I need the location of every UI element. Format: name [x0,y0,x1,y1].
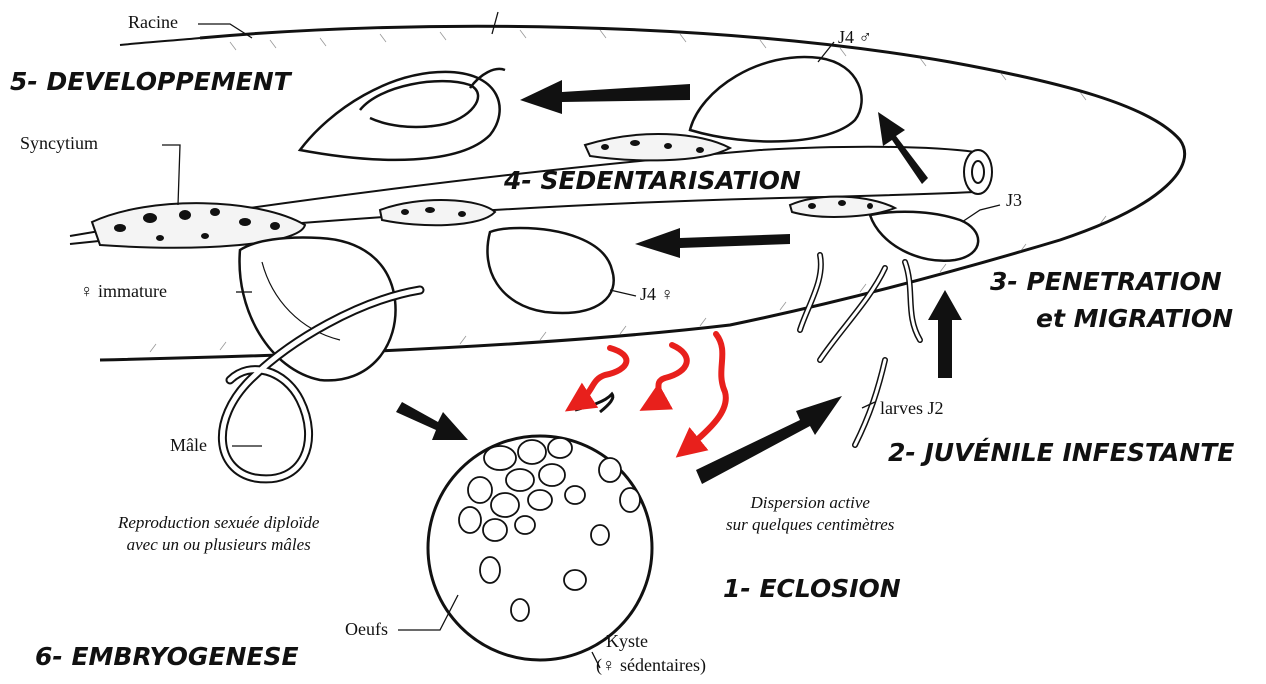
developing-nematode [300,69,505,160]
arrow-to-development [520,80,690,114]
reproduction-note-line2: avec un ou plusieurs mâles [118,534,319,556]
dispersion-note: Dispersion active sur quelques centimètr… [726,492,894,536]
j4-female-body [487,228,613,313]
dispersion-note-line2: sur quelques centimètres [726,514,894,536]
arrow-to-cyst [396,402,468,440]
label-male: Mâle [170,435,207,456]
j3-body [870,212,978,261]
label-syncytium: Syncytium [20,133,98,154]
j4-male-body [690,57,862,142]
label-j3: J3 [1006,190,1022,211]
stage-1-heading: 1- ECLOSION [723,575,901,604]
arrow-to-sedentarisation [635,228,790,258]
stage-3-heading-line1: 3- PENETRATION [990,268,1222,297]
label-oeufs: Oeufs [345,619,388,640]
arrow-dispersion [696,396,842,484]
reproduction-note: Reproduction sexuée diploïde avec un ou … [118,512,319,556]
label-kyste: Kyste [606,631,648,652]
label-j4-male: J4 ♂ [838,27,872,48]
label-kyste-detail: (♀ sédentaires) [596,655,706,676]
label-larves-j2: larves J2 [880,398,943,419]
stage-6-heading: 6- EMBRYOGENESE [35,643,299,672]
stage-5-heading: 5- DEVELOPPEMENT [10,68,291,97]
immature-female [240,238,396,381]
label-racine: Racine [128,12,178,33]
reproduction-note-line1: Reproduction sexuée diploïde [118,512,319,534]
arrow-penetration [928,290,962,378]
label-female-immature: ♀ immature [80,281,167,302]
stage-4-heading: 4- SEDENTARISATION [504,167,801,196]
hatching-signals [575,334,726,450]
label-j4-female: J4 ♀ [640,284,674,305]
stage-3-heading-line2: et MIGRATION [1036,305,1233,334]
dispersion-note-line1: Dispersion active [726,492,894,514]
stage-2-heading: 2- JUVÉNILE INFESTANTE [888,439,1234,468]
